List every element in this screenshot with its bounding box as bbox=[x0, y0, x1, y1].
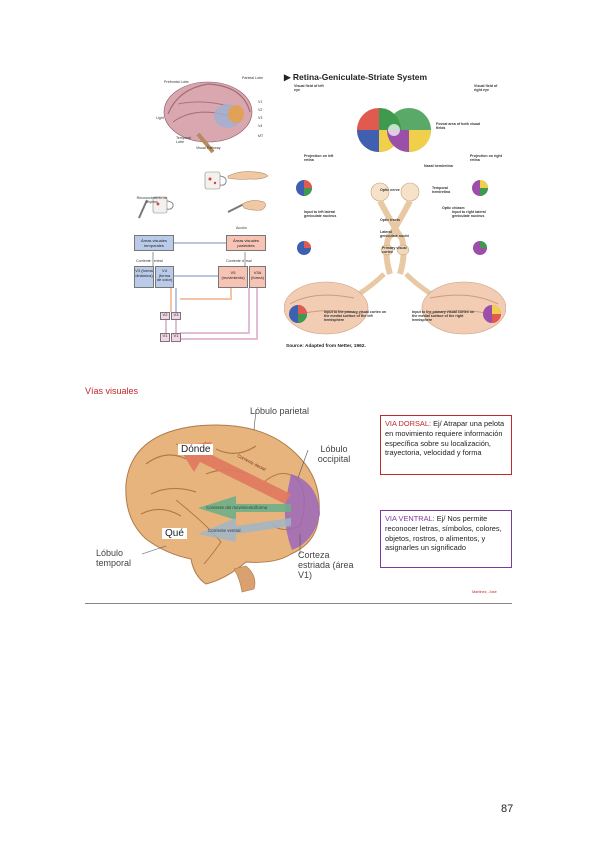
label-prefrontal: Prefrontal Lobe bbox=[164, 80, 189, 84]
label-input-right-cortex: Input to the primary visual cortex on th… bbox=[412, 310, 475, 323]
label-corriente-dorsal: Corriente dorsal bbox=[226, 259, 252, 263]
mug-icon-2 bbox=[152, 196, 174, 214]
ventral-box: VIA VENTRAL: Ej/ Nos permite reconocer l… bbox=[380, 510, 512, 568]
box-areas-temporales: Áreas visuales temporales bbox=[134, 235, 174, 251]
retina-title: Retina-Geniculate-Striate System bbox=[292, 72, 428, 82]
brain-sagittal-illustration bbox=[163, 81, 253, 154]
label-projection-left: Projection on left retina bbox=[304, 154, 334, 163]
label-foveal: Foveal area of both visual fields bbox=[436, 122, 481, 131]
hand-grasp-icon bbox=[227, 200, 266, 213]
box-areas-parietales: Áreas visuales parietales bbox=[226, 235, 266, 251]
label-v1: V1 bbox=[258, 100, 263, 104]
box-v2-left: V2 bbox=[160, 312, 170, 320]
brain-lateral-illustration bbox=[125, 409, 320, 593]
credit: Martinez, Jose bbox=[472, 590, 497, 594]
label-visual-field-left: Visual field of left eye bbox=[294, 84, 324, 93]
label-input-left-lgn: Input to left lateral geniculate nucleus bbox=[304, 210, 337, 219]
label-lobulo-parietal: Lóbulo parietal bbox=[250, 406, 310, 416]
label-corriente-ventral-arrow: Corriente ventral bbox=[208, 528, 241, 533]
box-v1-right: V1 bbox=[171, 333, 181, 342]
label-primary-cortex: Primary visual cortex bbox=[382, 246, 407, 255]
source-note: Source: Adapted from Netter, 1962. bbox=[286, 344, 366, 349]
label-light: Light bbox=[156, 116, 164, 120]
label-temporal: Temporal hemiretina bbox=[432, 186, 451, 195]
mug-icon bbox=[204, 171, 227, 190]
label-que: Qué bbox=[162, 528, 187, 539]
label-nasal: Nasal hemiretina bbox=[424, 164, 453, 168]
label-optic-tracts: Optic tracts bbox=[380, 218, 400, 222]
ventral-text: Ej/ Nos permite reconocer letras, símbol… bbox=[385, 514, 502, 553]
label-lobulo-temporal: Lóbulo temporal bbox=[96, 548, 132, 568]
divider bbox=[85, 603, 512, 604]
label-projection-right: Projection on right retina bbox=[470, 154, 502, 163]
box-v2-right: V3 bbox=[171, 312, 181, 320]
hand-reach-icon bbox=[227, 171, 269, 180]
box-v5: V5 (movimiento) bbox=[218, 266, 248, 288]
page-number: 87 bbox=[501, 803, 514, 815]
retina-geniculate-figure: ▶ Retina-Geniculate-Striate System bbox=[284, 70, 506, 354]
label-v4: V4 bbox=[258, 124, 263, 128]
label-corriente-ventral: Corriente ventral bbox=[136, 259, 163, 263]
box-v3: V3 (forma dinámica) bbox=[134, 266, 154, 288]
label-v3: V3 bbox=[258, 116, 263, 120]
dorsal-box: VIA DORSAL: Ej/ Atrapar una pelota en mo… bbox=[380, 415, 512, 475]
label-lgn: Lateral geniculate nuclei bbox=[380, 230, 410, 239]
label-reconocimiento: Reconocimiento de objetos bbox=[136, 196, 168, 205]
label-input-left-cortex: Input to the primary visual cortex on th… bbox=[324, 310, 387, 323]
label-parietal: Parietal Lobe bbox=[242, 76, 264, 80]
section-title: Vías visuales bbox=[85, 386, 139, 396]
label-mt: MT bbox=[258, 134, 264, 138]
dorsal-label: VIA DORSAL: bbox=[385, 419, 432, 428]
box-v4: V4 (forma de color) bbox=[155, 266, 174, 288]
triangle-bullet-icon: ▶ bbox=[284, 72, 293, 82]
visual-pathway-diagram bbox=[284, 108, 506, 335]
pencil-icon bbox=[138, 199, 148, 219]
box-v3a: V3A (forma) bbox=[249, 266, 266, 288]
label-corriente-movimiento: Corriente del movimiento/forma bbox=[206, 505, 268, 510]
brain-lateral-figure: Lóbulo parietal Lóbulo occipital Lóbulo … bbox=[86, 404, 371, 594]
ventral-label: VIA VENTRAL: bbox=[385, 514, 435, 523]
label-v2: V2 bbox=[258, 108, 263, 112]
dorsal-text: Ej/ Atrapar una pelota en movimiento req… bbox=[385, 419, 505, 458]
label-lobulo-occipital: Lóbulo occipital bbox=[317, 444, 351, 464]
label-visual-pathway: Visual Pathway bbox=[196, 146, 221, 150]
label-donde: Dónde bbox=[178, 444, 214, 455]
label-temporal: Temporal Lobe bbox=[176, 136, 191, 145]
box-v1-left: V1 bbox=[160, 333, 170, 342]
label-visual-field-right: Visual field of right eye bbox=[474, 84, 498, 93]
label-corteza-estriada: Corteza estriada (área V1) bbox=[298, 550, 354, 580]
label-optic-chiasm: Optic chiasm bbox=[442, 206, 465, 210]
top-left-figure: Prefrontal Lobe Parietal Lobe Light Temp… bbox=[118, 70, 280, 352]
label-optic-nerve: Optic nerve bbox=[380, 188, 400, 192]
label-accion: Acción bbox=[236, 226, 247, 230]
label-input-right-lgn: Input to right lateral geniculate nucleu… bbox=[452, 210, 486, 219]
